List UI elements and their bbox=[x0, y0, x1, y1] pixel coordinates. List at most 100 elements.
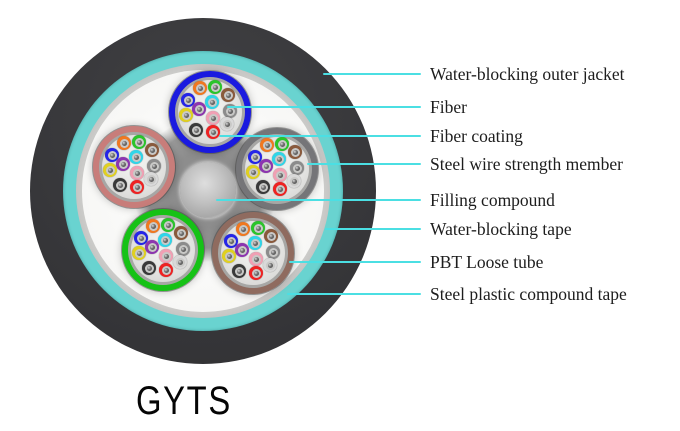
fiber-core-dot bbox=[210, 129, 216, 135]
cable-model-title: GYTS bbox=[136, 379, 232, 423]
fiber-core-dot bbox=[236, 268, 242, 274]
fiber-red bbox=[130, 180, 144, 194]
fiber-core-dot bbox=[178, 230, 184, 236]
diagram-label: Water-blocking outer jacket bbox=[430, 64, 625, 84]
fiber-slate bbox=[266, 245, 280, 259]
fiber-core-dot bbox=[117, 182, 123, 188]
fiber-rose bbox=[206, 111, 220, 125]
fiber-core-dot bbox=[149, 244, 155, 250]
fiber-green bbox=[275, 137, 289, 151]
fiber-core-dot bbox=[212, 84, 218, 90]
fiber-black bbox=[256, 180, 270, 194]
fiber-orange bbox=[117, 136, 131, 150]
fiber-core-dot bbox=[196, 106, 202, 112]
diagram-label: Steel plastic compound tape bbox=[430, 284, 627, 304]
diagram-label: Water-blocking tape bbox=[430, 219, 572, 239]
fiber-core-dot bbox=[209, 99, 215, 105]
filling-compound-core bbox=[180, 162, 236, 218]
fiber-aqua bbox=[129, 150, 143, 164]
fiber-core-dot bbox=[136, 139, 142, 145]
fiber-core-dot bbox=[250, 169, 256, 175]
fiber-brown bbox=[288, 145, 302, 159]
fiber-slate bbox=[290, 161, 304, 175]
fiber-red bbox=[249, 266, 263, 280]
fiber-brown bbox=[174, 226, 188, 240]
diagram-label: Filling compound bbox=[430, 190, 555, 210]
fiber-yellow bbox=[179, 108, 193, 122]
fiber-core-dot bbox=[138, 235, 144, 241]
fiber-blue bbox=[224, 234, 238, 248]
fiber-core-dot bbox=[253, 256, 259, 262]
fiber-slate bbox=[147, 159, 161, 173]
fiber-orange bbox=[193, 81, 207, 95]
fiber-green bbox=[251, 221, 265, 235]
fiber-core-dot bbox=[264, 142, 270, 148]
diagram-label: Fiber bbox=[430, 97, 467, 117]
fiber-orange bbox=[146, 219, 160, 233]
fiber-core-dot bbox=[185, 97, 191, 103]
fiber-aqua bbox=[248, 236, 262, 250]
fiber-red bbox=[273, 182, 287, 196]
fiber-core-dot bbox=[276, 156, 282, 162]
fiber-core-dot bbox=[165, 222, 171, 228]
fiber-aqua bbox=[158, 233, 172, 247]
fiber-black bbox=[189, 123, 203, 137]
fiber-violet bbox=[192, 102, 206, 116]
fiber-blue bbox=[134, 231, 148, 245]
fiber-white bbox=[173, 255, 187, 269]
diagram-label: Fiber coating bbox=[430, 126, 523, 146]
fiber-black bbox=[232, 264, 246, 278]
fiber-core-dot bbox=[197, 85, 203, 91]
fiber-violet bbox=[259, 159, 273, 173]
fiber-blue bbox=[105, 148, 119, 162]
fiber-core-dot bbox=[193, 127, 199, 133]
fiber-core-dot bbox=[210, 115, 216, 121]
fiber-core-dot bbox=[228, 238, 234, 244]
fiber-core-dot bbox=[150, 223, 156, 229]
fiber-core-dot bbox=[253, 270, 259, 276]
fiber-orange bbox=[260, 138, 274, 152]
fiber-black bbox=[142, 261, 156, 275]
fiber-blue bbox=[181, 93, 195, 107]
fiber-yellow bbox=[103, 163, 117, 177]
fiber-core-dot bbox=[134, 170, 140, 176]
fiber-core-dot bbox=[107, 167, 113, 173]
fiber-core-dot bbox=[120, 161, 126, 167]
fiber-orange bbox=[236, 222, 250, 236]
fiber-core-dot bbox=[162, 237, 168, 243]
fiber-core-dot bbox=[109, 152, 115, 158]
fiber-core-dot bbox=[136, 250, 142, 256]
fiber-core-dot bbox=[270, 249, 276, 255]
leader-line bbox=[289, 261, 421, 263]
fiber-core-dot bbox=[183, 112, 189, 118]
diagram-label: PBT Loose tube bbox=[430, 252, 544, 272]
fiber-core-dot bbox=[267, 262, 273, 268]
fiber-violet bbox=[116, 157, 130, 171]
fiber-core-dot bbox=[277, 172, 283, 178]
loose-tube-rose bbox=[93, 126, 175, 208]
fiber-aqua bbox=[205, 95, 219, 109]
fiber-core-dot bbox=[134, 184, 140, 190]
fiber-core-dot bbox=[268, 233, 274, 239]
fiber-violet bbox=[145, 240, 159, 254]
fiber-core-dot bbox=[225, 92, 231, 98]
fiber-yellow bbox=[246, 165, 260, 179]
fiber-black bbox=[113, 178, 127, 192]
fiber-brown bbox=[221, 88, 235, 102]
fiber-core-dot bbox=[121, 140, 127, 146]
fiber-brown bbox=[145, 143, 159, 157]
fiber-core-dot bbox=[260, 184, 266, 190]
fiber-core-dot bbox=[291, 178, 297, 184]
loose-tube-gray bbox=[236, 128, 318, 210]
loose-tube-blue bbox=[169, 71, 251, 153]
fiber-rose bbox=[249, 252, 263, 266]
diagram-label: Steel wire strength member bbox=[430, 154, 623, 174]
fiber-blue bbox=[248, 150, 262, 164]
loose-tube-green bbox=[122, 209, 204, 291]
fiber-green bbox=[208, 80, 222, 94]
leader-line bbox=[287, 293, 421, 295]
fiber-core-dot bbox=[279, 141, 285, 147]
fiber-aqua bbox=[272, 152, 286, 166]
fiber-core-dot bbox=[133, 154, 139, 160]
